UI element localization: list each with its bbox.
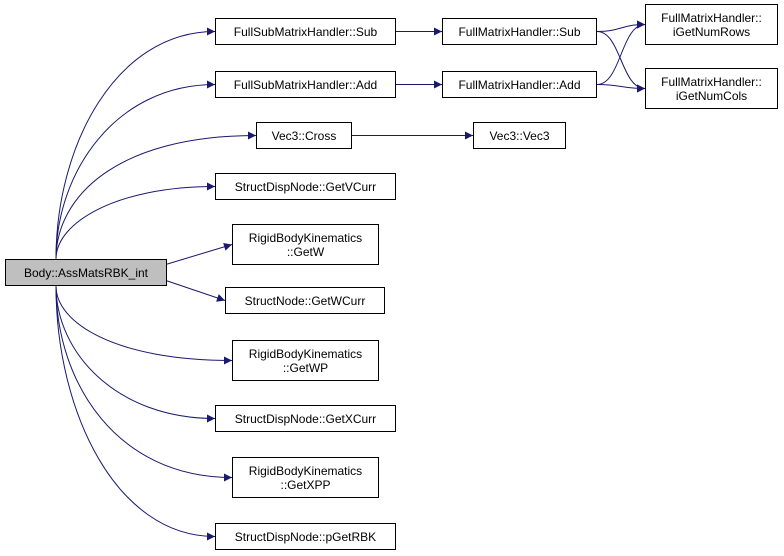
node-structdispnode-pgetrbk[interactable]: StructDispNode::pGetRBK xyxy=(215,523,396,550)
node-structdispnode-getxcurr[interactable]: StructDispNode::GetXCurr xyxy=(215,405,396,432)
node-label-line: ::GetWP xyxy=(282,360,329,375)
node-fullsubmatrixhandler-add[interactable]: FullSubMatrixHandler::Add xyxy=(215,71,396,98)
node-fullmatrixhandler-add[interactable]: FullMatrixHandler::Add xyxy=(442,71,597,98)
node-body-assmatsrbk-int: Body::AssMatsRBK_int xyxy=(5,259,167,286)
node-vec3-vec3[interactable]: Vec3::Vec3 xyxy=(473,122,566,149)
edge-root-to-rbk_getxpp xyxy=(55,285,233,482)
node-label-line: FullMatrixHandler:: xyxy=(661,74,762,89)
node-fullmatrixhandler-igetnumcols[interactable]: FullMatrixHandler::iGetNumCols xyxy=(645,68,778,109)
node-rigidbodykinematics-getw[interactable]: RigidBodyKinematics::GetW xyxy=(232,224,379,265)
edge-root-to-getxcurr xyxy=(55,285,216,423)
node-label-line: StructNode::GetWCurr xyxy=(244,293,366,308)
node-label-line: FullMatrixHandler::Sub xyxy=(458,24,581,39)
edge-root-to-rbk_getw xyxy=(166,242,233,265)
node-label-line: Body::AssMatsRBK_int xyxy=(23,265,149,280)
node-label-line: ::GetW xyxy=(286,244,325,259)
node-label-line: RigidBodyKinematics xyxy=(248,230,363,245)
node-label-line: Vec3::Vec3 xyxy=(489,128,550,143)
edge-root-to-rbk_getwp xyxy=(55,285,233,365)
edge-root-to-fsub_add xyxy=(55,80,216,260)
node-label-line: FullSubMatrixHandler::Sub xyxy=(233,24,378,39)
edge-fm_add-to-fm_rows xyxy=(596,20,646,85)
node-fullmatrixhandler-igetnumrows[interactable]: FullMatrixHandler::iGetNumRows xyxy=(645,4,778,45)
node-fullmatrixhandler-sub[interactable]: FullMatrixHandler::Sub xyxy=(442,18,597,45)
edge-root-to-vec3_cross xyxy=(55,131,257,260)
node-label-line: FullSubMatrixHandler::Add xyxy=(233,77,378,92)
node-label-line: StructDispNode::GetXCurr xyxy=(234,411,377,426)
node-structnode-getwcurr[interactable]: StructNode::GetWCurr xyxy=(225,287,385,314)
node-label-line: FullMatrixHandler:: xyxy=(661,10,762,25)
edge-root-to-pgetrbk xyxy=(55,285,216,541)
node-label-line: iGetNumRows xyxy=(672,24,751,39)
node-label-line: StructDispNode::GetVCurr xyxy=(234,179,377,194)
node-structdispnode-getvcurr[interactable]: StructDispNode::GetVCurr xyxy=(215,173,396,200)
node-label-line: iGetNumCols xyxy=(675,88,748,103)
edge-root-to-fsub_sub xyxy=(55,27,216,260)
edge-root-to-getwcurr xyxy=(166,280,226,302)
node-fullsubmatrixhandler-sub[interactable]: FullSubMatrixHandler::Sub xyxy=(215,18,396,45)
edge-fm_sub-to-fm_rows xyxy=(596,20,646,32)
node-rigidbodykinematics-getxpp[interactable]: RigidBodyKinematics::GetXPP xyxy=(232,457,379,498)
node-label-line: RigidBodyKinematics xyxy=(248,346,363,361)
node-vec3-cross[interactable]: Vec3::Cross xyxy=(256,122,352,149)
node-label-line: StructDispNode::pGetRBK xyxy=(234,529,377,544)
node-label-line: RigidBodyKinematics xyxy=(248,463,363,478)
node-label-line: Vec3::Cross xyxy=(271,128,337,143)
node-label-line: ::GetXPP xyxy=(280,477,331,492)
node-rigidbodykinematics-getwp[interactable]: RigidBodyKinematics::GetWP xyxy=(232,340,379,381)
node-label-line: FullMatrixHandler::Add xyxy=(458,77,581,92)
edge-fm_sub-to-fm_cols xyxy=(596,31,646,93)
edge-fm_add-to-fm_cols xyxy=(596,84,646,93)
edge-root-to-getvcurr xyxy=(55,182,216,260)
